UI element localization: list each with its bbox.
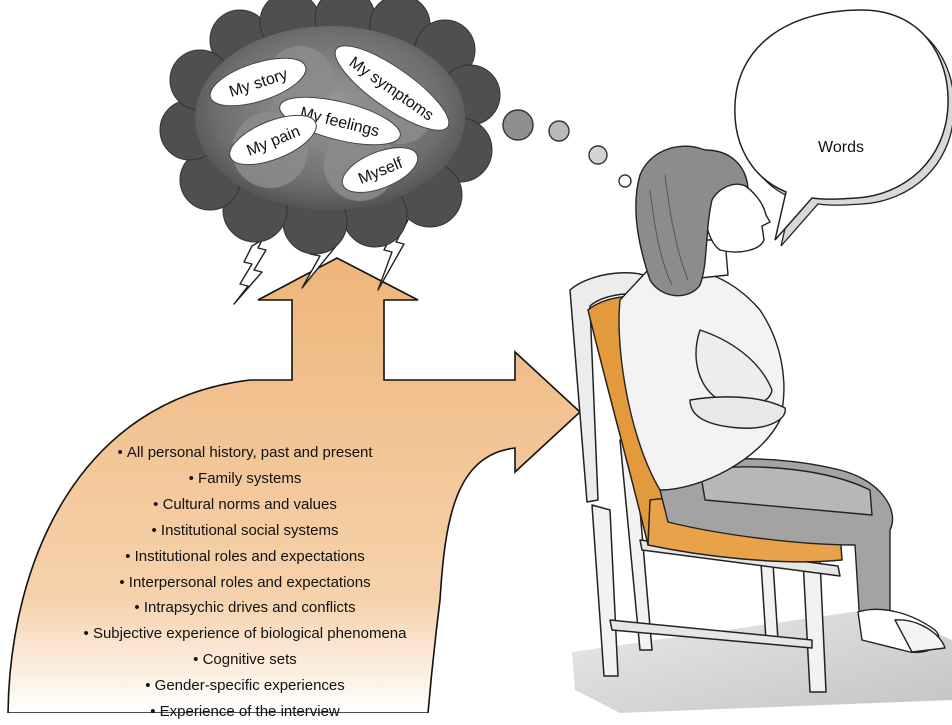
thought-cloud: My story My symptoms My feelings My pain… xyxy=(160,0,500,254)
factor-item: Institutional social systems xyxy=(20,518,470,544)
factor-item: Family systems xyxy=(20,466,470,492)
lightning-bolt-icon xyxy=(234,240,266,304)
factor-item: Cultural norms and values xyxy=(20,492,470,518)
factor-item: Intrapsychic drives and conflicts xyxy=(20,595,470,621)
speech-bubble-text: Words xyxy=(818,139,864,156)
factor-item: Gender-specific experiences xyxy=(20,673,470,699)
factor-item: Institutional roles and expectations xyxy=(20,544,470,570)
factor-item: Subjective experience of biological phen… xyxy=(20,621,470,647)
factor-list: All personal history, past and present F… xyxy=(20,440,470,725)
factor-item: All personal history, past and present xyxy=(20,440,470,466)
factor-item: Experience of the interview xyxy=(20,699,470,725)
factor-item: Interpersonal roles and expectations xyxy=(20,570,470,596)
thought-bubble-trail xyxy=(503,110,631,187)
factor-item: Cognitive sets xyxy=(20,647,470,673)
speech-bubble: Words xyxy=(735,10,952,246)
